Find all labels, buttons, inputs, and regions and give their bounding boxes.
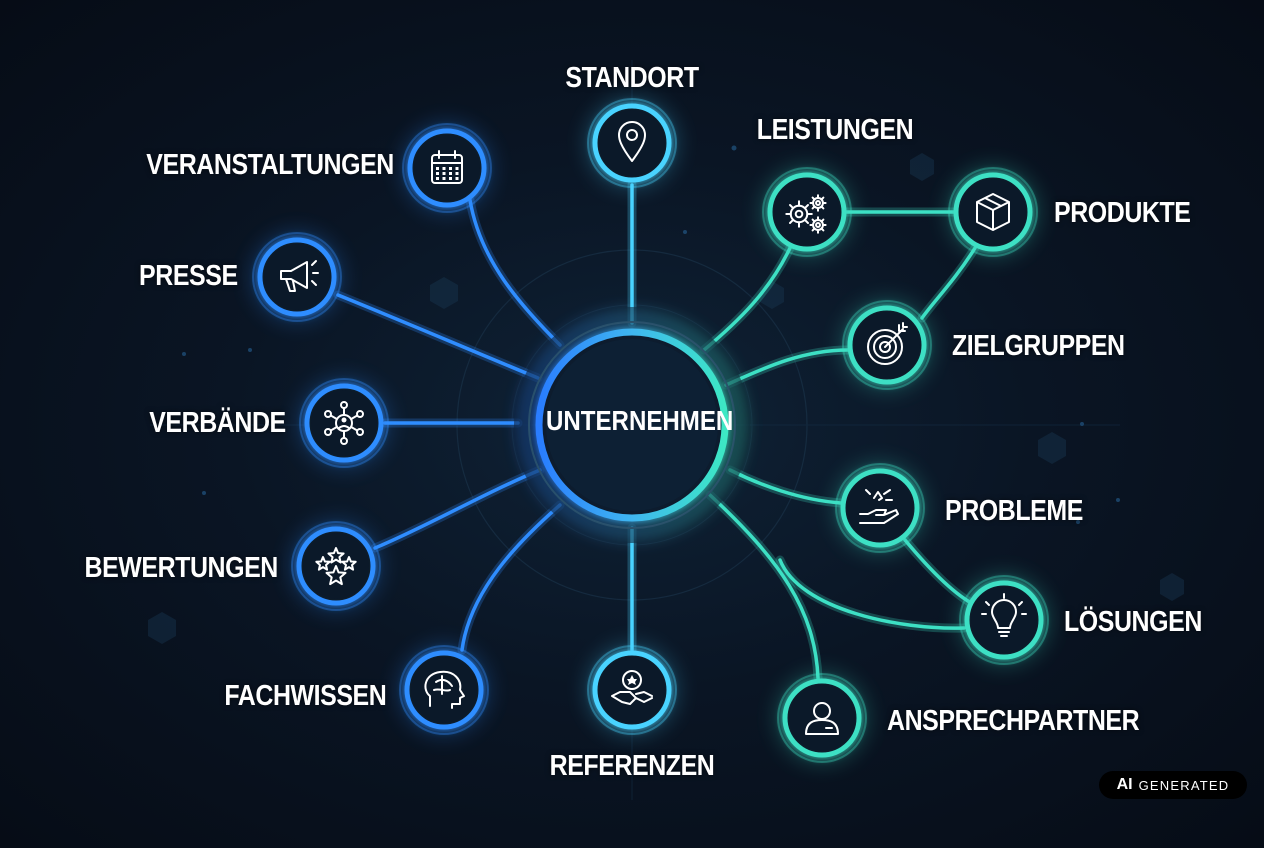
label-referenzen: REFERENZEN: [549, 750, 715, 782]
label-probleme: PROBLEME: [945, 495, 1083, 527]
badge-text: GENERATED: [1138, 777, 1230, 793]
handshake-icon: [611, 670, 653, 705]
label-loesungen: LÖSUNGEN: [1064, 606, 1202, 638]
connector-bewertungen: [373, 468, 542, 550]
node-loesungen: [955, 571, 1053, 669]
connector-fachwissen: [460, 503, 562, 652]
label-veranstaltungen: VERANSTALTUNGEN: [146, 149, 394, 181]
label-produkte: PRODUKTE: [1054, 197, 1191, 229]
label-ansprechpartner: ANSPRECHPARTNER: [887, 705, 1140, 737]
node-probleme: [831, 459, 929, 557]
node-ansprechpartner: [773, 669, 871, 767]
ai-generated-badge: AI GENERATED: [1099, 771, 1247, 799]
label-fachwissen: FACHWISSEN: [224, 680, 386, 712]
connector-ansprechpartner: [708, 493, 820, 680]
lightbulb-icon: [981, 593, 1027, 637]
nodes: [248, 94, 1053, 767]
stars-icon: [315, 547, 357, 586]
node-presse: [248, 228, 346, 326]
node-verbaende: [295, 374, 393, 472]
node-bewertungen: [287, 517, 385, 615]
node-zielgruppen: [838, 296, 936, 394]
connector-presse: [336, 293, 540, 380]
node-produkte: [944, 163, 1042, 261]
hand-problem-icon: [859, 489, 899, 524]
node-referenzen: [583, 641, 681, 739]
central-label: UNTERNEHMEN: [546, 405, 734, 436]
label-leistungen: LEISTUNGEN: [756, 114, 914, 146]
calendar-icon: [431, 150, 463, 184]
label-presse: PRESSE: [139, 260, 238, 292]
node-veranstaltungen: [398, 119, 496, 217]
label-bewertungen: BEWERTUNGEN: [84, 552, 279, 584]
person-icon: [805, 702, 839, 735]
label-zielgruppen: ZIELGRUPPEN: [952, 330, 1125, 362]
connector-loesungen: [778, 558, 966, 630]
connector-glow-zielgruppen: [721, 345, 853, 390]
node-fachwissen: [395, 641, 493, 739]
connectors: [333, 180, 980, 683]
megaphone-icon: [280, 260, 319, 292]
node-leistungen: [758, 163, 856, 261]
brain-icon: [424, 670, 465, 709]
box-icon: [976, 193, 1010, 231]
central-hub: [514, 307, 750, 543]
node-standort: [583, 94, 681, 192]
label-verbaende: VERBÄNDE: [149, 407, 286, 439]
label-standort: STANDORT: [565, 62, 699, 94]
connector-produkte: [842, 210, 977, 320]
network-icon: [324, 401, 364, 445]
badge-ai: AI: [1116, 776, 1133, 793]
connector-veranstaltungen: [468, 198, 562, 347]
connector-leistungen: [702, 246, 792, 352]
map-pin-icon: [618, 121, 646, 162]
gears-icon: [785, 194, 827, 234]
target-icon: [867, 322, 908, 365]
